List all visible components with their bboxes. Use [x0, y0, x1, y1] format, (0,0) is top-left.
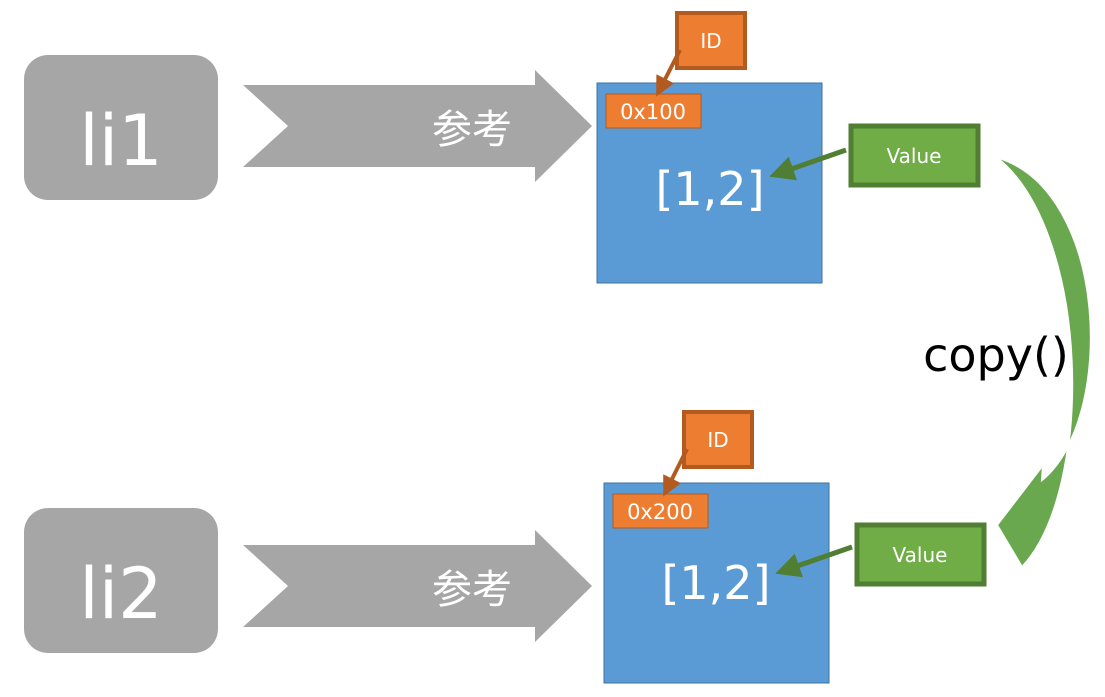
address-badge-top — [605, 93, 702, 129]
copy-label: copy() — [923, 328, 1069, 382]
value-pointer-top — [769, 147, 847, 181]
copy-arrow — [995, 156, 1092, 569]
id-tag-top — [675, 11, 747, 70]
variable-label-li2: li2 — [79, 553, 162, 635]
address-label-bottom: 0x200 — [627, 500, 693, 524]
reference-arrow-bottom — [243, 530, 592, 642]
object-value-bottom: [1,2] — [661, 556, 770, 610]
value-tag-label-bottom: Value — [893, 543, 948, 567]
value-tag-bottom — [854, 522, 987, 587]
id-pointer-bottom — [663, 448, 689, 497]
id-tag-label-bottom: ID — [707, 428, 728, 452]
reference-label-top: 参考 — [432, 107, 512, 153]
variable-label-li1: li1 — [79, 100, 162, 182]
address-label-top: 0x100 — [620, 100, 686, 124]
variable-box-li2 — [24, 508, 218, 653]
variable-box-li1 — [24, 55, 218, 200]
object-value-top: [1,2] — [655, 162, 764, 216]
reference-arrow-top — [243, 70, 592, 182]
value-tag-label-top: Value — [887, 144, 942, 168]
id-pointer-top — [656, 49, 682, 97]
value-tag-top — [848, 123, 981, 188]
id-tag-bottom — [682, 410, 754, 469]
value-pointer-bottom — [775, 544, 853, 578]
id-tag-label-top: ID — [700, 29, 721, 53]
address-badge-bottom — [612, 493, 709, 529]
reference-label-bottom: 参考 — [432, 567, 512, 613]
